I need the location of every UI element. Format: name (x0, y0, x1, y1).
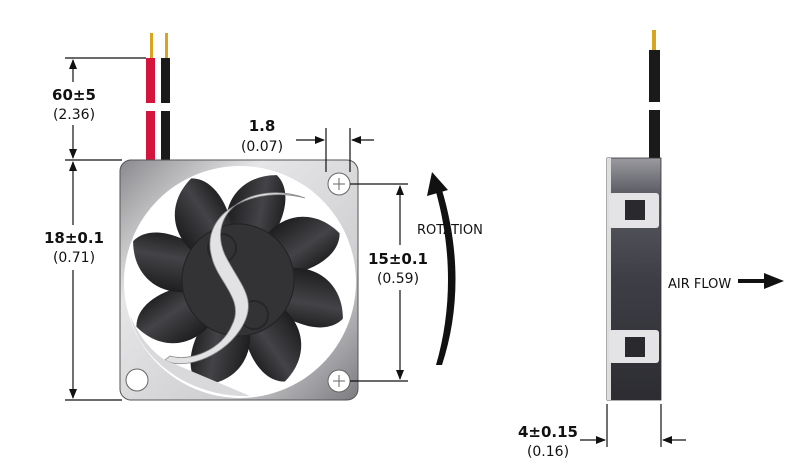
hole-spacing-value: 15±0.1 (368, 250, 428, 268)
wire-pin (652, 30, 656, 52)
clip-slot (625, 337, 645, 357)
height-value: 18±0.1 (44, 229, 104, 247)
flange-inch: (0.07) (241, 139, 283, 155)
lead-length-value: 60±5 (52, 86, 96, 104)
dim-depth: 4±0.15 (0.16) (518, 404, 686, 460)
s-strut (164, 192, 306, 364)
rotation-label: ROTATION (417, 223, 483, 238)
hole-spacing-inch: (0.59) (377, 271, 419, 287)
side-edge (607, 158, 611, 400)
red-wire (146, 111, 155, 161)
dim-lead-length: 60±5 (2.36) (52, 57, 146, 161)
air-flow-label: AIR FLOW (668, 277, 731, 292)
flange-value: 1.8 (249, 117, 276, 135)
mounting-hole (125, 368, 149, 392)
airflow-indicator: AIR FLOW (668, 273, 784, 292)
red-wire-pin (150, 33, 153, 59)
wires (146, 33, 170, 161)
lead-length-inch: (2.36) (53, 107, 95, 123)
black-wire (161, 58, 170, 103)
black-wire (649, 50, 660, 102)
rotation-indicator: ROTATION (417, 172, 483, 365)
clip-slot (625, 200, 645, 220)
red-wire (146, 58, 155, 103)
fan-side-view (606, 30, 662, 401)
frame-arc (130, 315, 250, 397)
black-wire (649, 110, 660, 160)
dim-flange: 1.8 (0.07) (241, 117, 374, 172)
crosshair-icon (333, 178, 345, 190)
depth-inch: (0.16) (527, 444, 569, 460)
black-wire-pin (165, 33, 168, 59)
height-inch: (0.71) (53, 250, 95, 266)
fan-front-view (119, 159, 359, 401)
dim-hole-spacing: 15±0.1 (0.59) (350, 183, 428, 382)
black-wire (161, 111, 170, 161)
rotation-arrow-head (427, 172, 448, 196)
dim-height: 18±0.1 (0.71) (44, 161, 122, 401)
rotation-arrow-icon (436, 190, 456, 365)
depth-value: 4±0.15 (518, 423, 578, 441)
crosshair-icon (333, 375, 345, 387)
air-flow-arrow-icon (738, 273, 784, 289)
